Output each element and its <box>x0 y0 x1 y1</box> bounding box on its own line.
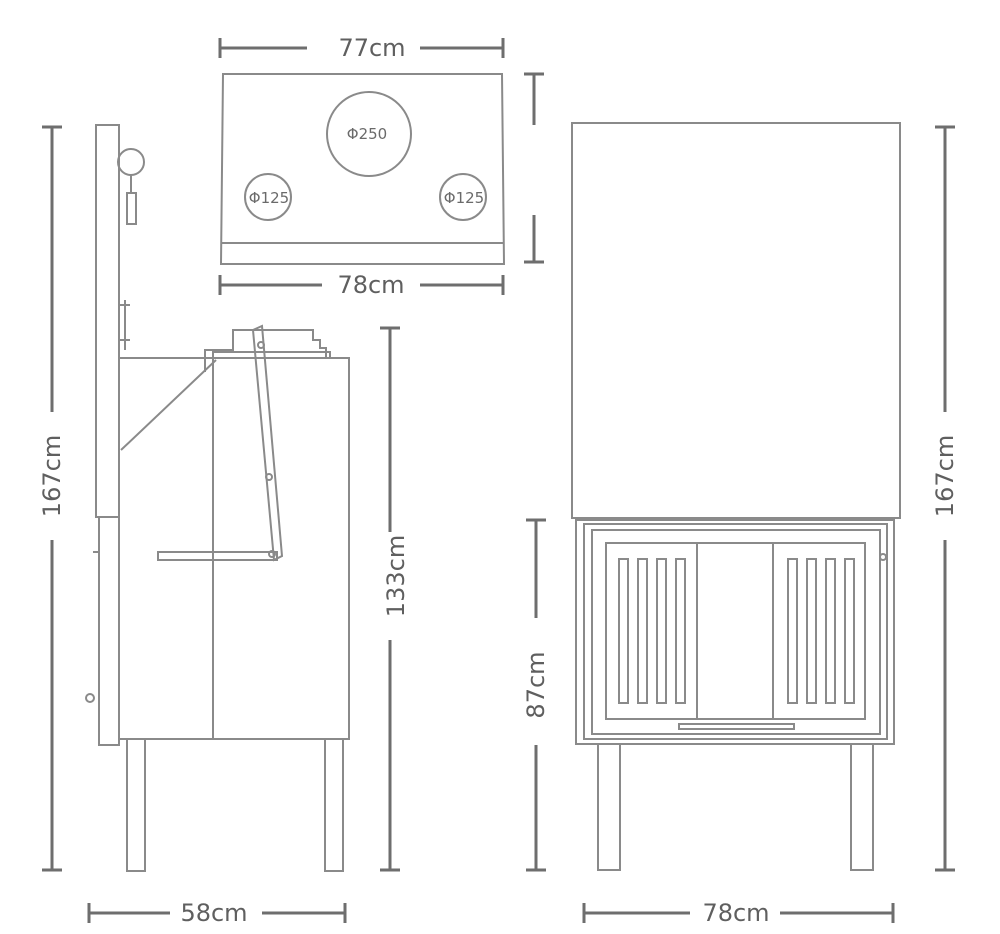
door-window <box>605 542 866 720</box>
dim-front-width: 78cm <box>582 899 895 927</box>
door-arm <box>251 324 284 562</box>
dim-side-depth: 58cm <box>87 899 347 927</box>
flue-main-circle <box>326 91 412 177</box>
front-view: 87cm 167cm 78cm <box>522 122 959 927</box>
dim-front-height-base: 87cm <box>522 518 550 872</box>
firebox-latch <box>879 553 887 561</box>
side-view: 167cm <box>38 124 410 927</box>
top-stack-right <box>212 351 338 359</box>
vent-left-2 <box>637 558 648 704</box>
top-view: 77cm Φ250 Φ125 Φ125 78cm <box>218 34 544 299</box>
dim-label-78cm-front: 78cm <box>702 899 769 927</box>
damper-knob <box>117 148 145 176</box>
flue-left-circle <box>244 173 292 221</box>
firebox-frame-inner <box>591 529 881 735</box>
dim-side-height-body: 133cm <box>380 326 410 872</box>
vent-right-4 <box>844 558 855 704</box>
dim-top-width-back: 77cm <box>218 34 505 62</box>
flue-right-circle <box>439 173 487 221</box>
vent-left-3 <box>656 558 667 704</box>
front-leg-left <box>597 743 621 871</box>
vent-right-1 <box>787 558 798 704</box>
dim-top-width-front: 78cm <box>218 271 505 299</box>
dim-label-167cm-side: 167cm <box>38 435 66 517</box>
damper-handle <box>126 192 137 225</box>
front-hood <box>571 122 901 519</box>
back-panel-lower <box>98 516 120 746</box>
vent-right-2 <box>806 558 817 704</box>
side-leg-right <box>324 738 344 872</box>
dim-label-77cm: 77cm <box>338 34 405 62</box>
dim-label-133cm: 133cm <box>382 535 410 617</box>
side-leg-left <box>126 738 146 872</box>
dim-label-78cm-top: 78cm <box>337 271 404 299</box>
dim-label-87cm: 87cm <box>522 651 550 718</box>
back-panel-knob <box>85 693 95 703</box>
ash-slot <box>678 723 795 730</box>
vent-left-4 <box>675 558 686 704</box>
shelf-arm <box>157 551 278 561</box>
firebox-frame-mid <box>583 523 888 740</box>
front-leg-right <box>850 743 874 871</box>
dim-label-58cm: 58cm <box>180 899 247 927</box>
top-stack-left <box>204 329 327 372</box>
stove-body <box>118 357 350 740</box>
dim-label-167cm-front: 167cm <box>931 435 959 517</box>
hood-slope <box>120 359 217 451</box>
dim-top-depth <box>524 72 544 264</box>
firebox-frame-outer <box>575 519 895 745</box>
flue-left-label: Φ125 <box>249 189 289 207</box>
flue-right-label: Φ125 <box>444 189 484 207</box>
dim-front-height-total: 167cm <box>931 125 959 872</box>
flue-main-label: Φ250 <box>347 125 387 143</box>
vent-left-1 <box>618 558 629 704</box>
vent-right-3 <box>825 558 836 704</box>
top-plate-outline <box>219 73 506 265</box>
back-panel-upper <box>95 124 120 518</box>
dim-side-height-total: 167cm <box>38 125 66 872</box>
